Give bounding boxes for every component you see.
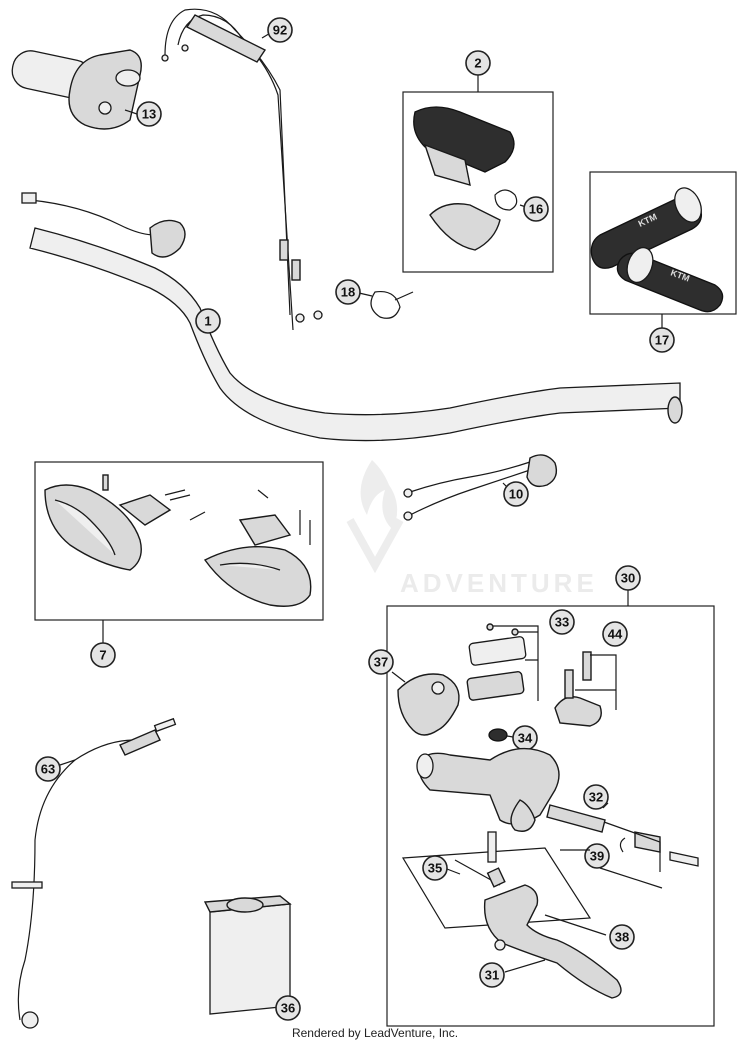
callout-7: 7: [90, 642, 116, 668]
watermark-text: ADVENTURE: [400, 568, 598, 598]
grip-right-part: KTM: [616, 246, 724, 313]
callout-38: 38: [609, 924, 635, 950]
callout-30: 30: [615, 565, 641, 591]
callout-18: 18: [335, 279, 361, 305]
callout-92: 92: [267, 17, 293, 43]
callout-33: 33: [549, 609, 575, 635]
reservoir-cover-part: [466, 623, 527, 701]
callout-39: 39: [584, 843, 610, 869]
handguard-box: [34, 461, 324, 621]
svg-text:30: 30: [621, 571, 635, 586]
callout-13: 13: [136, 101, 162, 127]
lever-assembly-outline: [401, 847, 592, 929]
svg-text:63: 63: [41, 762, 55, 777]
svg-text:39: 39: [590, 849, 604, 864]
switch-wire-part: [21, 192, 186, 258]
brake-hose-part: [11, 717, 177, 1029]
callout-2: 2: [465, 50, 491, 76]
callout-44: 44: [602, 621, 628, 647]
seal-part: [488, 728, 508, 742]
watermark: ADVENTURE: [346, 460, 598, 598]
throttle-cable-part: [161, 8, 323, 331]
svg-text:13: 13: [142, 107, 156, 122]
svg-text:1: 1: [204, 314, 211, 329]
svg-text:31: 31: [485, 968, 499, 983]
svg-text:10: 10: [509, 487, 523, 502]
callout-1: 1: [195, 308, 221, 334]
svg-text:34: 34: [518, 731, 533, 746]
svg-text:92: 92: [273, 23, 287, 38]
svg-text:17: 17: [655, 333, 669, 348]
footer-credit: Rendered by LeadVenture, Inc.: [291, 1026, 459, 1040]
brake-fluid-part: [203, 895, 292, 1015]
callout-37: 37: [368, 649, 394, 675]
svg-text:36: 36: [281, 1001, 295, 1016]
master-cylinder-box: [386, 605, 715, 1027]
svg-text:37: 37: [374, 655, 388, 670]
callout-10: 10: [503, 481, 529, 507]
master-cylinder-part: [416, 747, 560, 832]
svg-text:33: 33: [555, 615, 569, 630]
grips-box: [589, 171, 737, 315]
handguard-left-part: [44, 474, 206, 571]
grip-left-part: KTM: [590, 187, 703, 269]
callout-17: 17: [649, 327, 675, 353]
svg-text:32: 32: [589, 790, 603, 805]
callout-35: 35: [422, 855, 448, 881]
cable-tie-part: [370, 290, 414, 319]
throttle-grip-part: [11, 49, 142, 130]
lever-cover-part: [397, 673, 460, 736]
bar-pad-part: [413, 106, 518, 251]
callout-31: 31: [479, 962, 505, 988]
callout-32: 32: [583, 784, 609, 810]
bar-clamp-part: [554, 651, 602, 727]
lever-pin-part: [454, 831, 506, 888]
callout-34: 34: [512, 725, 538, 751]
push-rod-part: [546, 804, 699, 867]
svg-text:44: 44: [608, 627, 623, 642]
handlebar-part: [29, 227, 683, 442]
svg-text:7: 7: [99, 648, 106, 663]
handguard-right-part: [203, 489, 312, 607]
brake-lever-part: [483, 884, 622, 999]
svg-text:16: 16: [529, 202, 543, 217]
svg-text:18: 18: [341, 285, 355, 300]
svg-text:35: 35: [428, 861, 442, 876]
start-switch-part: [403, 454, 558, 521]
callout-16: 16: [523, 196, 549, 222]
callout-36: 36: [275, 995, 301, 1021]
svg-text:2: 2: [474, 56, 481, 71]
svg-text:38: 38: [615, 930, 629, 945]
callout-63: 63: [35, 756, 61, 782]
